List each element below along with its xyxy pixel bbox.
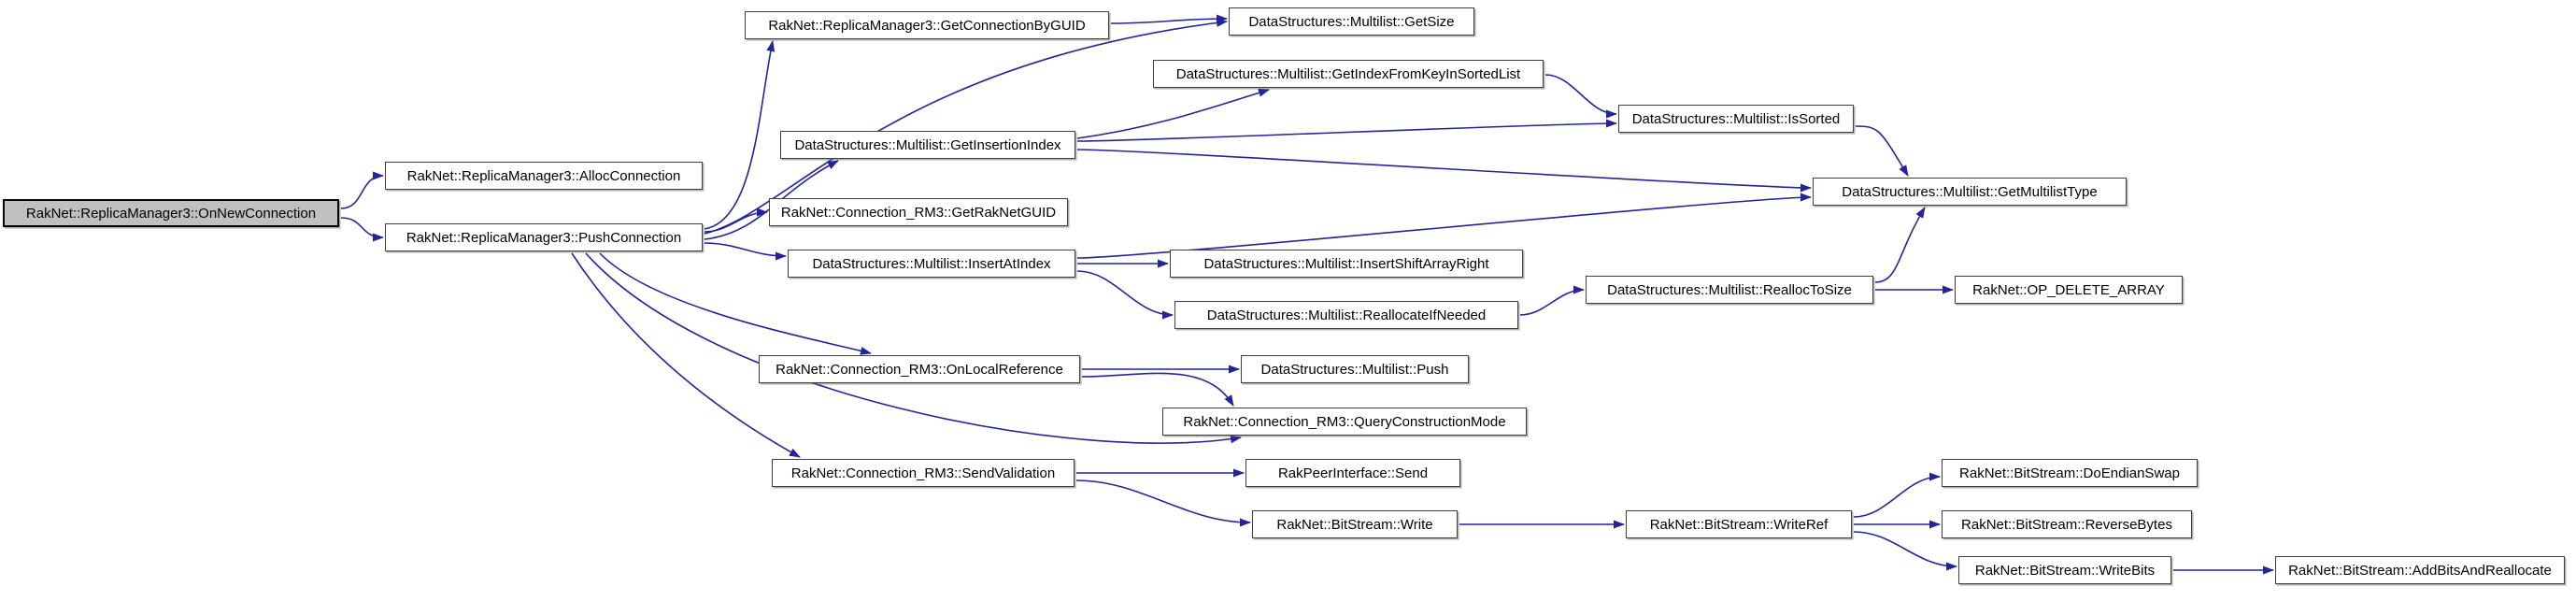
edge-onnew-push [340,217,384,242]
graph-node-alloc[interactable]: RakNet::ReplicaManager3::AllocConnection [385,162,703,190]
graph-node-write[interactable]: RakNet::BitStream::Write [1252,510,1458,538]
graph-node-rts[interactable]: DataStructures::Multilist::ReallocToSize [1586,276,1873,304]
edge-writeref-wb [1853,531,1957,571]
graph-node-gii[interactable]: DataStructures::Multilist::GetInsertionI… [780,131,1075,159]
graph-node-sv[interactable]: RakNet::Connection_RM3::SendValidation [772,459,1075,487]
edge-gcbg-getsize [1110,14,1228,24]
graph-node-writeref[interactable]: RakNet::BitStream::WriteRef [1626,510,1852,538]
edge-push-iai [704,242,787,261]
edge-push-qcm [585,252,1242,444]
graph-node-onnew[interactable]: RakNet::ReplicaManager3::OnNewConnection [3,199,339,227]
graph-node-getsize[interactable]: DataStructures::Multilist::GetSize [1229,7,1474,36]
graph-node-rb[interactable]: RakNet::BitStream::ReverseBytes [1942,510,2192,538]
edge-gii-gmt [1076,149,1812,193]
graph-node-abar[interactable]: RakNet::BitStream::AddBitsAndReallocate [2275,556,2565,584]
edge-gii-issorted [1076,119,1617,142]
edge-iai-rin [1076,270,1174,320]
graph-node-gmt[interactable]: DataStructures::Multilist::GetMultilistT… [1813,178,2127,206]
graph-node-qcm[interactable]: RakNet::Connection_RM3::QueryConstructio… [1162,408,1527,436]
edge-rin-rts [1519,285,1585,316]
graph-node-rps[interactable]: RakPeerInterface::Send [1245,459,1460,487]
graph-node-opda[interactable]: RakNet::OP_DELETE_ARRAY [1955,276,2183,304]
edge-writeref-does [1853,472,1941,518]
edge-sv-write [1075,479,1251,527]
graph-node-issorted[interactable]: DataStructures::Multilist::IsSorted [1618,105,1854,133]
graph-node-isar[interactable]: DataStructures::Multilist::InsertShiftAr… [1170,250,1523,278]
edge-olr-qcm [1081,372,1234,407]
edge-push-sv [571,252,801,458]
graph-node-rin[interactable]: DataStructures::Multilist::ReallocateIfN… [1174,301,1518,329]
graph-node-does[interactable]: RakNet::BitStream::DoEndianSwap [1942,459,2198,487]
edge-gii-gifk [1076,88,1270,139]
edge-issorted-gmt [1855,125,1909,177]
graph-node-mpush[interactable]: DataStructures::Multilist::Push [1241,355,1469,383]
graph-node-push[interactable]: RakNet::ReplicaManager3::PushConnection [385,223,703,251]
graph-node-iai[interactable]: DataStructures::Multilist::InsertAtIndex [788,250,1075,278]
edge-rts-gmt [1874,207,1926,283]
edge-gifk-issorted [1544,74,1617,119]
edge-iai-gmt [1076,193,1812,259]
edge-push-grng [704,207,768,233]
graph-node-gifk[interactable]: DataStructures::Multilist::GetIndexFromK… [1153,60,1544,88]
graph-node-grng[interactable]: RakNet::Connection_RM3::GetRakNetGUID [769,198,1068,226]
graph-node-wb[interactable]: RakNet::BitStream::WriteBits [1958,556,2171,584]
graph-node-olr[interactable]: RakNet::Connection_RM3::OnLocalReference [759,355,1080,383]
edge-push-gcbg [704,40,776,230]
edge-push-olr [599,252,872,355]
graph-node-gcbg[interactable]: RakNet::ReplicaManager3::GetConnectionBy… [745,11,1109,39]
edge-onnew-alloc [340,171,384,209]
